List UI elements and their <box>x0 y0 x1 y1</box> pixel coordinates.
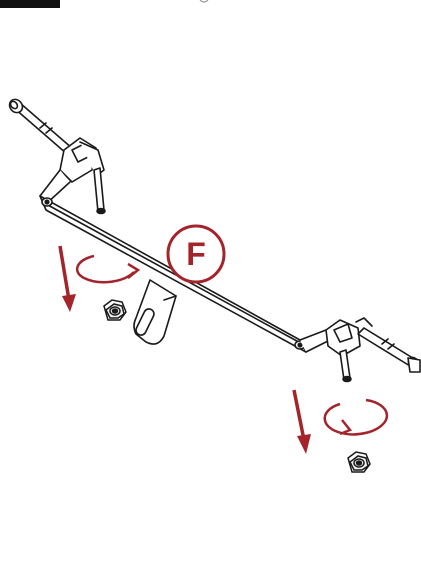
down-arrow-right <box>292 389 311 454</box>
step-label: F <box>186 236 206 272</box>
down-arrow-left <box>58 245 76 312</box>
header-mark <box>199 0 209 3</box>
rotate-arrow-right <box>323 398 389 436</box>
step-badge: F <box>166 224 226 284</box>
header-tab <box>0 0 60 8</box>
rotate-arrow-left <box>75 254 141 284</box>
front-axle-assembly <box>8 98 421 383</box>
hex-nut-left <box>103 299 127 321</box>
hex-nut-right <box>347 451 371 473</box>
